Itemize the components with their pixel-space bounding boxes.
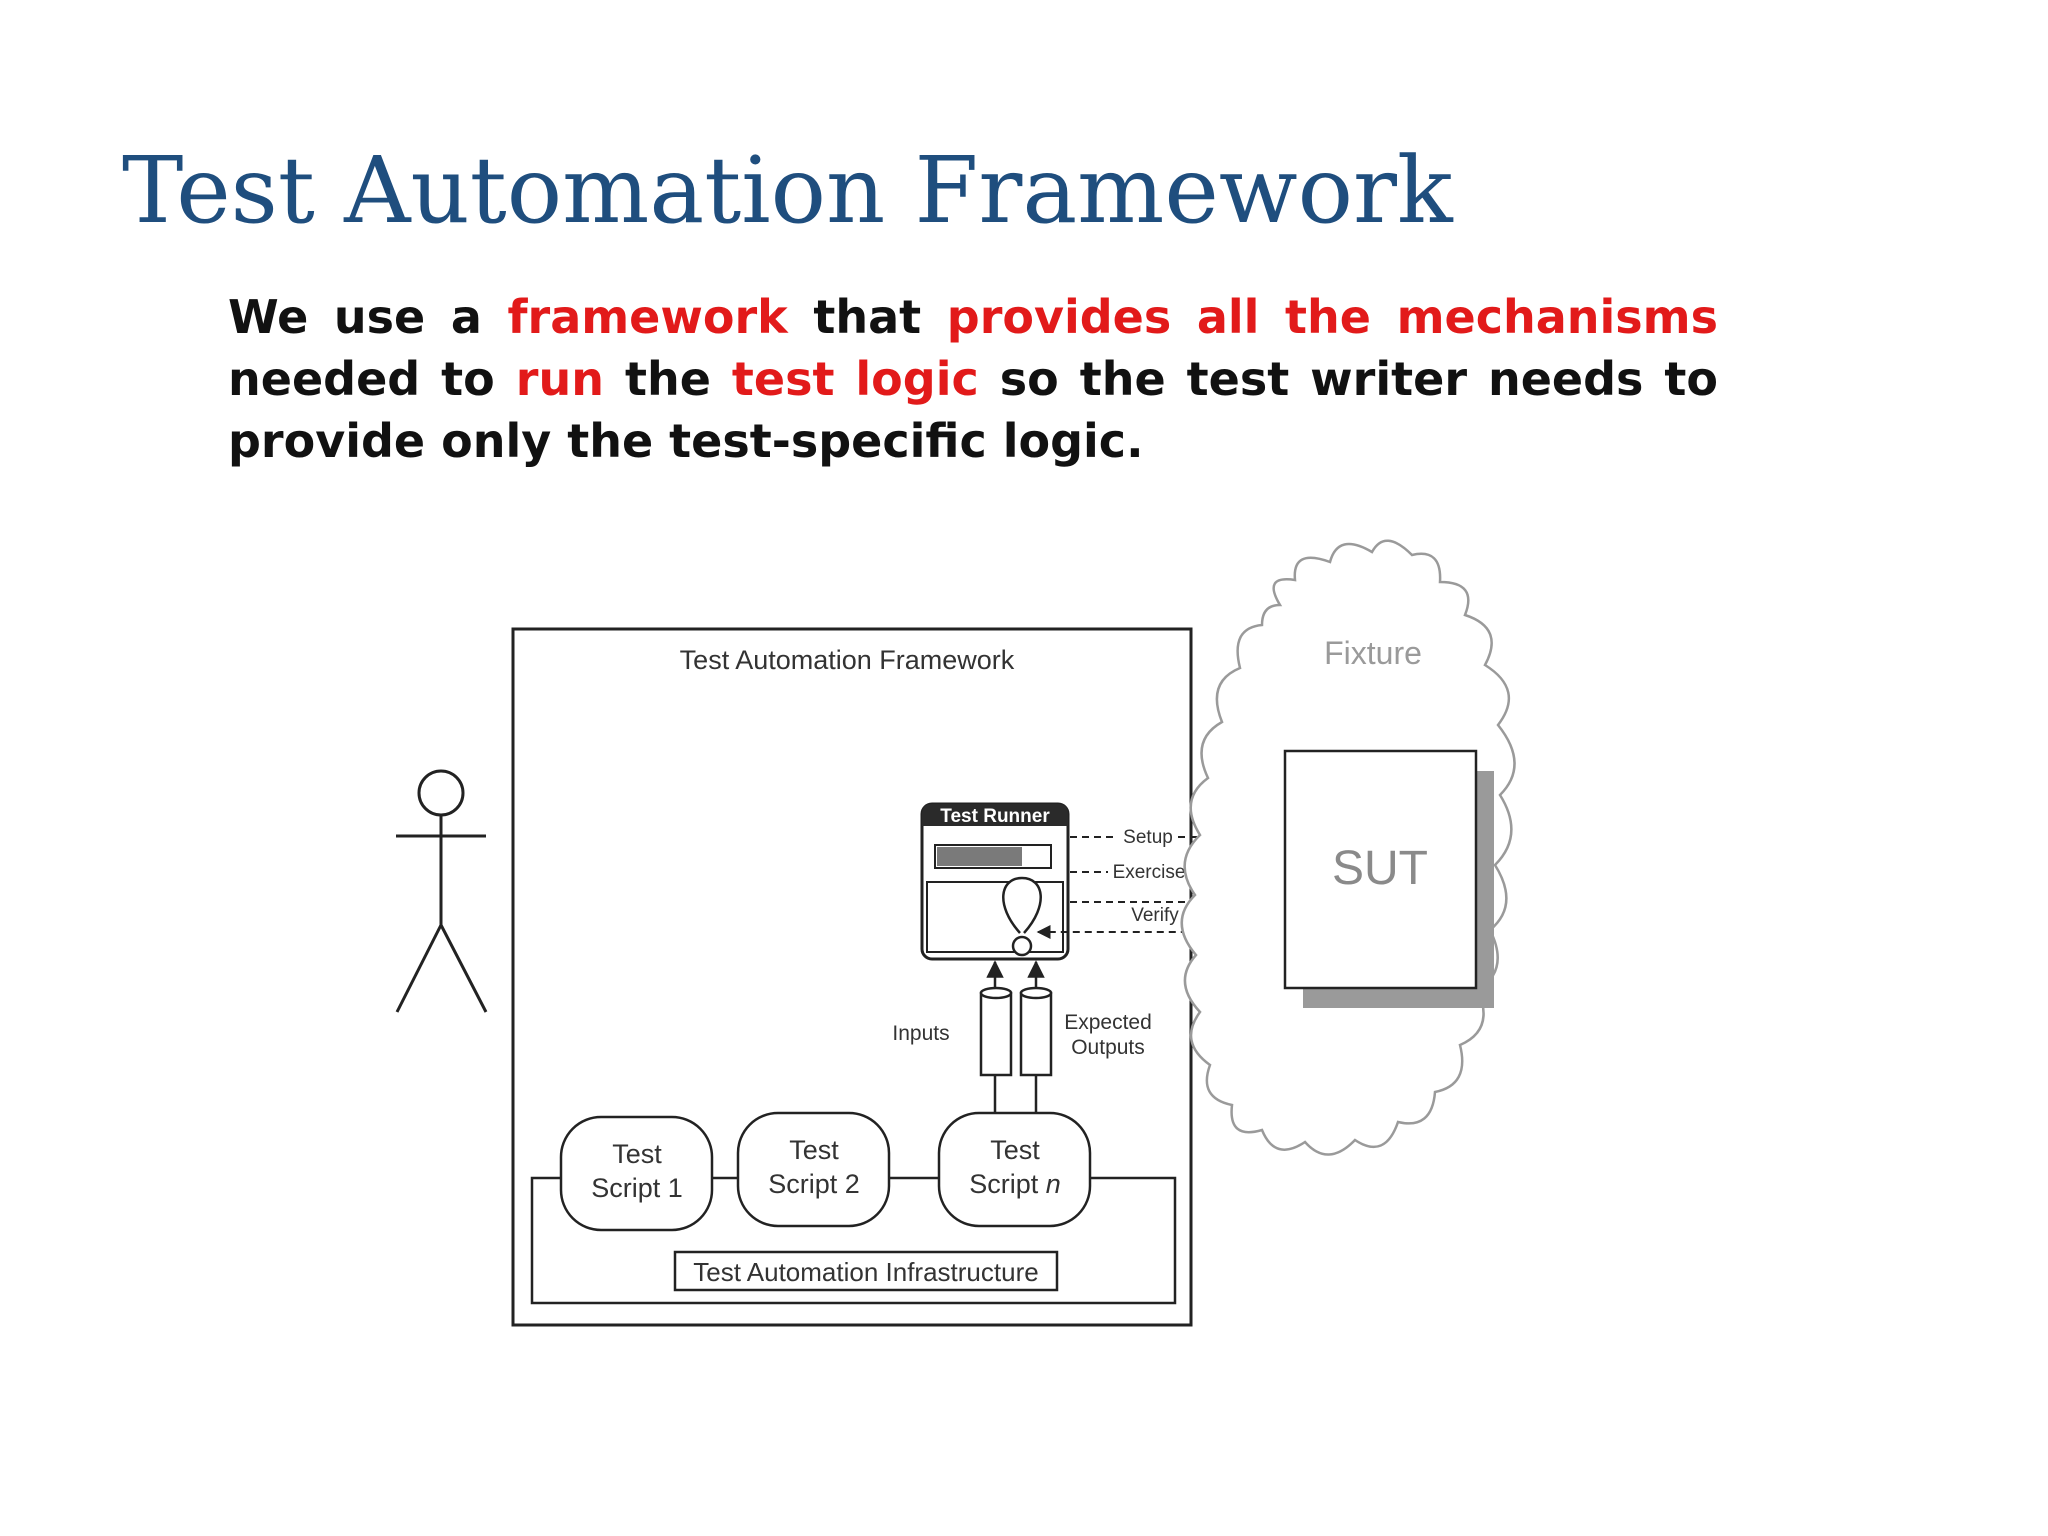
script-2-line2: Script 2 bbox=[768, 1169, 860, 1199]
sut-box bbox=[1283, 749, 1478, 990]
fixture-label: Fixture bbox=[1324, 635, 1422, 671]
body-segment-highlight: framework bbox=[507, 290, 788, 344]
body-segment: needed to bbox=[228, 352, 516, 406]
expected-outputs-label-line2: Outputs bbox=[1071, 1036, 1145, 1059]
test-script-1: Test Script 1 bbox=[559, 1115, 714, 1232]
body-segment-highlight: run bbox=[515, 352, 604, 406]
test-runner-window: Test Runner bbox=[920, 802, 1070, 961]
test-runner-progress-fill bbox=[937, 847, 1022, 866]
script-n-line2: Script n bbox=[969, 1169, 1061, 1199]
body-segment-highlight: provides all the mechanisms bbox=[946, 290, 1718, 344]
script-n-line1: Test bbox=[990, 1135, 1040, 1165]
sut-label: SUT bbox=[1332, 842, 1428, 895]
test-script-2: Test Script 2 bbox=[736, 1111, 891, 1228]
body-segment: that bbox=[813, 290, 947, 344]
infrastructure-label: Test Automation Infrastructure bbox=[693, 1257, 1038, 1287]
inputs-label: Inputs bbox=[892, 1022, 949, 1045]
test-runner-label: Test Runner bbox=[940, 806, 1050, 827]
expected-outputs-cylinder bbox=[1019, 986, 1053, 1077]
script-1-line1: Test bbox=[612, 1139, 662, 1169]
framework-label: Test Automation Framework bbox=[680, 645, 1015, 675]
user-stick-figure-icon bbox=[395, 769, 488, 1013]
test-script-n: Test Script n bbox=[937, 1111, 1092, 1228]
setup-arrow-label: Setup bbox=[1123, 827, 1173, 848]
expected-outputs-label-line1: Expected bbox=[1064, 1011, 1152, 1034]
slide-body-text: We use a framework that provides all the… bbox=[228, 286, 1718, 472]
script-1-line2: Script 1 bbox=[591, 1173, 683, 1203]
body-segment: the bbox=[624, 352, 732, 406]
infrastructure-label-frame bbox=[673, 1250, 1059, 1292]
exercise-arrow-label: Exercise bbox=[1113, 862, 1186, 883]
test-runner-loop-icon bbox=[1002, 876, 1042, 934]
inputs-cylinder bbox=[979, 986, 1013, 1077]
body-segment: We use a bbox=[228, 290, 508, 344]
body-segment-highlight: test logic bbox=[731, 352, 979, 406]
script-2-line1: Test bbox=[789, 1135, 839, 1165]
test-runner-node-icon bbox=[1011, 935, 1033, 957]
body-segment: so the test writer needs to provide only… bbox=[228, 352, 1719, 468]
test-runner-results-pane bbox=[926, 881, 1064, 953]
verify-arrow-label: Verify bbox=[1131, 905, 1179, 926]
slide-title: Test Automation Framework bbox=[122, 137, 1453, 244]
